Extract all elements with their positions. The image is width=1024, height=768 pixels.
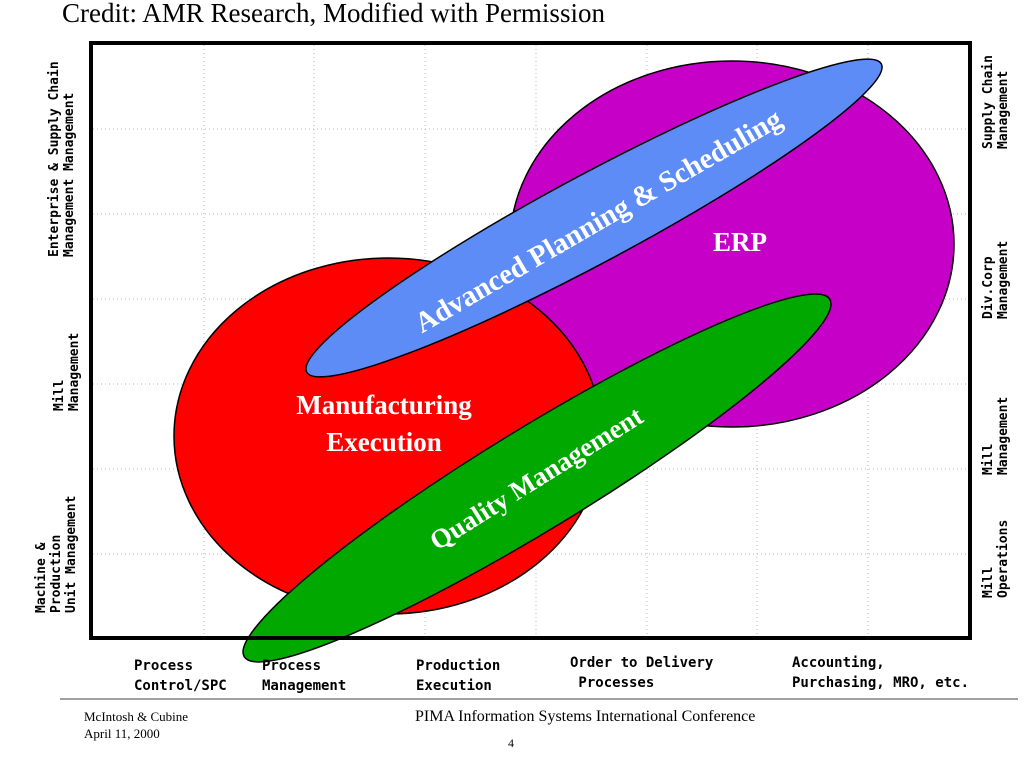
right-axis-label-mill-management: Mill Management	[981, 396, 1011, 475]
right-axis-label-mill-operations: Mill Operations	[981, 519, 1011, 598]
manufacturing-execution-label-line: Execution	[326, 427, 442, 457]
page-number: 4	[508, 736, 514, 750]
left-axis-label-mill-management: Mill Management	[52, 332, 82, 411]
right-axis-label-supply-chain: Supply Chain Management	[981, 55, 1011, 149]
footer-conference: PIMA Information Systems International C…	[415, 708, 756, 725]
right-axis-label-div-corp: Div.Corp Management	[981, 240, 1011, 319]
bottom-axis-label-order-to-delivery: Order to Delivery Processes	[570, 655, 714, 691]
footer-divider	[60, 698, 1018, 700]
plot-frame	[89, 41, 972, 640]
footer-author-date: McIntosh & Cubine April 11, 2000	[84, 709, 188, 741]
advanced-planning-ellipse	[305, 58, 883, 378]
erp-label: ERP	[713, 227, 767, 257]
bottom-axis-label-accounting: Accounting, Purchasing, MRO, etc.	[792, 655, 970, 691]
manufacturing-execution-label-line: Manufacturing	[296, 390, 472, 420]
slide-title: Credit: AMR Research, Modified with Perm…	[62, 0, 605, 28]
bottom-axis-label-production-execution: Production Execution	[416, 658, 501, 694]
quality-management-ellipse	[242, 293, 832, 663]
left-axis-label-machine-production: Machine & Production Unit Management	[34, 495, 79, 613]
bottom-axis-label-process-control: Process Control/SPC	[134, 658, 227, 694]
bottom-axis-label-process-management: Process Management	[262, 658, 347, 694]
left-axis-label-enterprise: Enterprise & Supply Chain Management Man…	[47, 61, 77, 257]
